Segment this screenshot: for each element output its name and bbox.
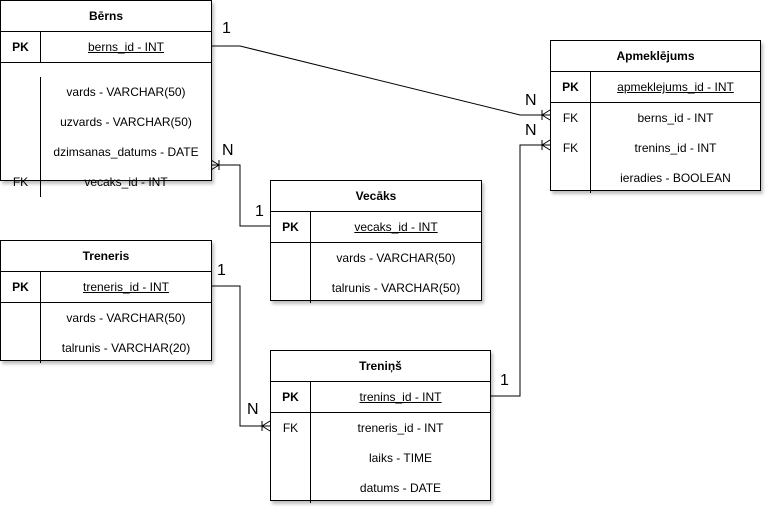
- fk-label: FK: [551, 133, 591, 163]
- field-name: dzimsanas_datums - DATE: [53, 145, 199, 159]
- crowfoot-berns-vecaks: [210, 159, 220, 171]
- field-name: uzvards - VARCHAR(50): [60, 115, 192, 129]
- field-row: vards - VARCHAR(50): [271, 243, 481, 273]
- pk-label: PK: [1, 272, 41, 302]
- pk-field: vecaks_id - INT: [354, 220, 438, 234]
- entity-vecaks[interactable]: Vecāks PK vecaks_id - INT vards - VARCHA…: [270, 180, 482, 303]
- pk-row: PK trenins_id - INT: [271, 382, 490, 413]
- field-name: trenins_id - INT: [634, 141, 717, 155]
- field-row: vards - VARCHAR(50): [1, 77, 211, 107]
- pk-field: apmeklejums_id - INT: [617, 80, 734, 94]
- entity-title: Treniņš: [271, 351, 490, 382]
- pk-row: PK apmeklejums_id - INT: [551, 72, 760, 103]
- pk-label: PK: [271, 382, 311, 412]
- field-name: vecaks_id - INT: [84, 175, 168, 189]
- link-berns-apmeklejums: [211, 45, 550, 116]
- field-row: talrunis - VARCHAR(50): [271, 273, 481, 303]
- field-row: FK treneris_id - INT: [271, 413, 490, 443]
- cardinality-label: N: [247, 401, 259, 418]
- field-name: berns_id - INT: [637, 111, 714, 125]
- field-row: FK berns_id - INT: [551, 103, 760, 133]
- link-trenins-apmeklejums: [490, 144, 550, 397]
- field-row: laiks - TIME: [271, 443, 490, 473]
- crowfoot-trenins-treneris: [261, 420, 271, 432]
- field-row: uzvards - VARCHAR(50): [1, 107, 211, 137]
- entity-title: Treneris: [1, 241, 211, 272]
- pk-label: PK: [551, 72, 591, 102]
- entity-title: Vecāks: [271, 181, 481, 212]
- field-name: laiks - TIME: [368, 451, 433, 465]
- link-treneris-trenins: [211, 285, 270, 427]
- field-row: FK trenins_id - INT: [551, 133, 760, 163]
- pk-field: berns_id - INT: [87, 40, 165, 54]
- cardinality-label: N: [525, 122, 537, 139]
- entity-title: Bērns: [1, 1, 211, 32]
- entity-berns[interactable]: Bērns PK berns_id - INT vards - VARCHAR(…: [0, 0, 212, 197]
- field-row: FK vecaks_id - INT: [1, 167, 211, 197]
- cardinality-label: N: [222, 142, 234, 159]
- fk-label: FK: [271, 413, 311, 443]
- fk-label: FK: [1, 167, 41, 197]
- crowfoot-apmeklejums-berns: [541, 109, 551, 121]
- cardinality-label: 1: [255, 203, 264, 220]
- field-row: vards - VARCHAR(50): [1, 303, 211, 333]
- cardinality-label: 1: [222, 20, 231, 37]
- cardinality-label: 1: [500, 372, 509, 389]
- entity-title: Apmeklējums: [551, 41, 760, 72]
- entity-treneris[interactable]: Treneris PK treneris_id - INT vards - VA…: [0, 240, 212, 363]
- field-name: vards - VARCHAR(50): [66, 85, 186, 99]
- field-name: treneris_id - INT: [357, 421, 444, 435]
- field-name: vards - VARCHAR(50): [336, 251, 456, 265]
- pk-row: PK vecaks_id - INT: [271, 212, 481, 243]
- field-row: talrunis - VARCHAR(20): [1, 333, 211, 363]
- field-row: datums - DATE: [271, 473, 490, 503]
- fk-label: FK: [551, 103, 591, 133]
- field-row: dzimsanas_datums - DATE: [1, 137, 211, 167]
- pk-label: PK: [1, 32, 41, 62]
- field-name: vards - VARCHAR(50): [66, 311, 186, 325]
- cardinality-label: N: [525, 92, 537, 109]
- field-row: ieradies - BOOLEAN: [551, 163, 760, 193]
- pk-field: treneris_id - INT: [82, 280, 170, 294]
- pk-row: PK berns_id - INT: [1, 32, 211, 63]
- crowfoot-apmeklejums-trenins: [541, 139, 551, 151]
- field-name: talrunis - VARCHAR(20): [61, 341, 191, 355]
- link-vecaks-berns: [211, 164, 270, 227]
- entity-apmeklejums[interactable]: Apmeklējums PK apmeklejums_id - INT FK be…: [550, 40, 761, 193]
- cardinality-label: 1: [217, 262, 226, 279]
- field-name: talrunis - VARCHAR(50): [331, 281, 461, 295]
- pk-field: trenins_id - INT: [359, 390, 442, 404]
- field-name: ieradies - BOOLEAN: [620, 171, 731, 185]
- pk-label: PK: [271, 212, 311, 242]
- entity-trenins[interactable]: Treniņš PK trenins_id - INT FK treneris_i…: [270, 350, 491, 503]
- pk-row: PK treneris_id - INT: [1, 272, 211, 303]
- field-name: datums - DATE: [359, 481, 442, 495]
